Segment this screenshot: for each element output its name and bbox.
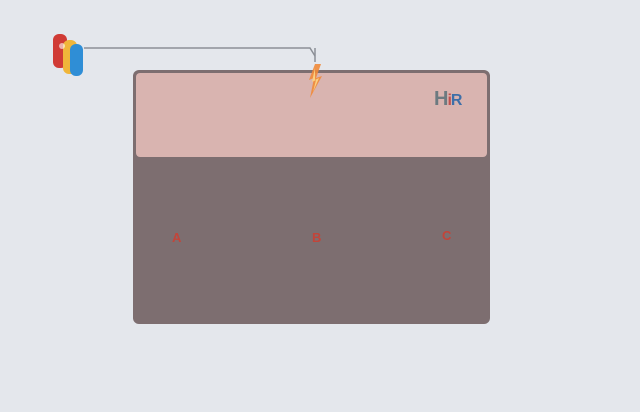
bed-label-c: C [442,228,452,243]
bed-label-b: B [312,230,322,245]
bed-label-a: A [172,230,182,245]
combustion-chamber [136,73,487,157]
fuel-gas-line [84,47,316,57]
burner-flame [309,64,322,98]
gas-supply-tanks [53,34,83,76]
hir-logo: HiR [434,88,462,110]
